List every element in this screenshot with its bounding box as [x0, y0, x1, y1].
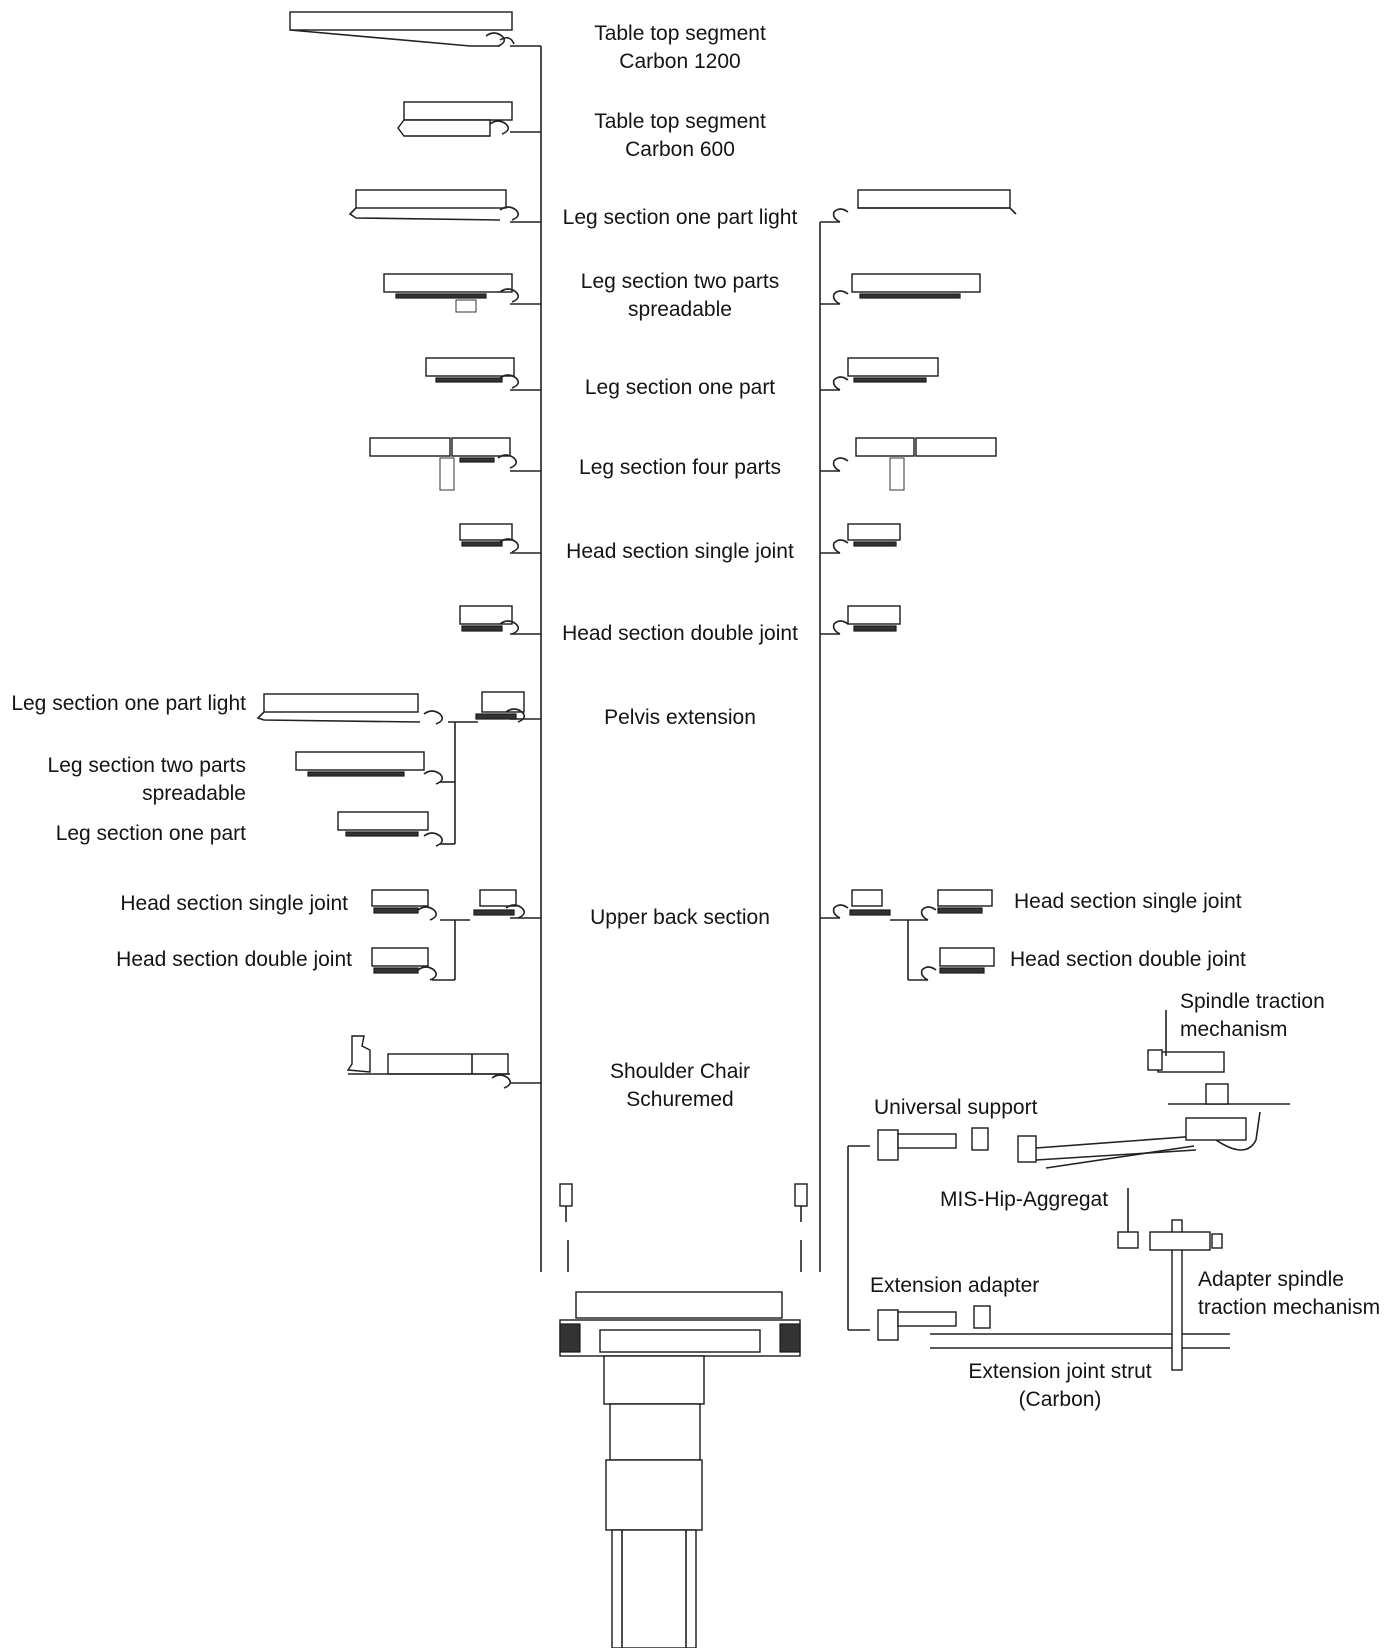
- traction-assemblies: [847, 1010, 1290, 1371]
- label-extension-adapter: Extension adapter: [870, 1274, 1040, 1297]
- right-upper-back-subbranch: [832, 889, 995, 981]
- label-upper-back: Upper back section: [590, 906, 770, 929]
- left-upper-back-subbranch: [371, 889, 470, 981]
- label-left-leg-one: Leg section one part: [55, 822, 246, 845]
- label-right-head-single: Head section single joint: [1014, 890, 1242, 913]
- label-pelvis-extension: Pelvis extension: [604, 706, 756, 729]
- shoulder-chair-part: [346, 1035, 512, 1089]
- pelvis-extension-part: [475, 691, 526, 723]
- label-extension-strut: Extension joint strut (Carbon): [968, 1360, 1152, 1411]
- label-leg-one-light-center: Leg section one part light: [562, 206, 798, 229]
- label-left-leg-two-spread: Leg section two parts spreadable: [47, 754, 246, 805]
- leg-four-part-center: [369, 437, 518, 491]
- label-adapter-spindle: Adapter spindle traction mechanism: [1198, 1268, 1381, 1319]
- label-leg-two-spread-center: Leg section two parts spreadable: [580, 270, 780, 321]
- label-tabletop-1200: Table top segment Carbon 1200: [594, 22, 766, 73]
- table-column-base: [559, 1291, 801, 1648]
- leg-one-part-center: [425, 357, 520, 389]
- right-parts: [832, 189, 1017, 635]
- label-leg-one-center: Leg section one part: [584, 376, 776, 399]
- right-branch-ticks: [820, 221, 840, 919]
- label-mis-hip: MIS-Hip-Aggregat: [940, 1188, 1109, 1211]
- pin-adapters: [559, 1183, 808, 1272]
- label-tabletop-600: Table top segment Carbon 600: [594, 110, 766, 161]
- label-universal-support: Universal support: [874, 1096, 1038, 1119]
- label-head-single-center: Head section single joint: [566, 540, 794, 563]
- label-shoulder-chair: Shoulder Chair Schuremed: [609, 1060, 751, 1111]
- upper-back-part-center: [473, 889, 526, 919]
- head-double-part-center: [459, 605, 520, 635]
- label-left-head-single: Head section single joint: [120, 892, 348, 915]
- tabletop-1200-part: [289, 11, 515, 47]
- label-left-leg-one-light: Leg section one part light: [11, 692, 246, 715]
- label-spindle-traction: Spindle traction mechanism: [1180, 990, 1325, 1041]
- left-pelvis-subbranch: [256, 693, 478, 847]
- tabletop-600-part: [397, 101, 513, 137]
- leg-one-light-part-center: [348, 189, 520, 221]
- leg-two-spread-part-center: [383, 273, 520, 313]
- label-right-head-double: Head section double joint: [1010, 948, 1246, 971]
- label-head-double-center: Head section double joint: [562, 622, 798, 645]
- label-left-head-double: Head section double joint: [116, 948, 352, 971]
- head-single-part-center: [459, 523, 520, 553]
- label-leg-four-center: Leg section four parts: [579, 456, 781, 479]
